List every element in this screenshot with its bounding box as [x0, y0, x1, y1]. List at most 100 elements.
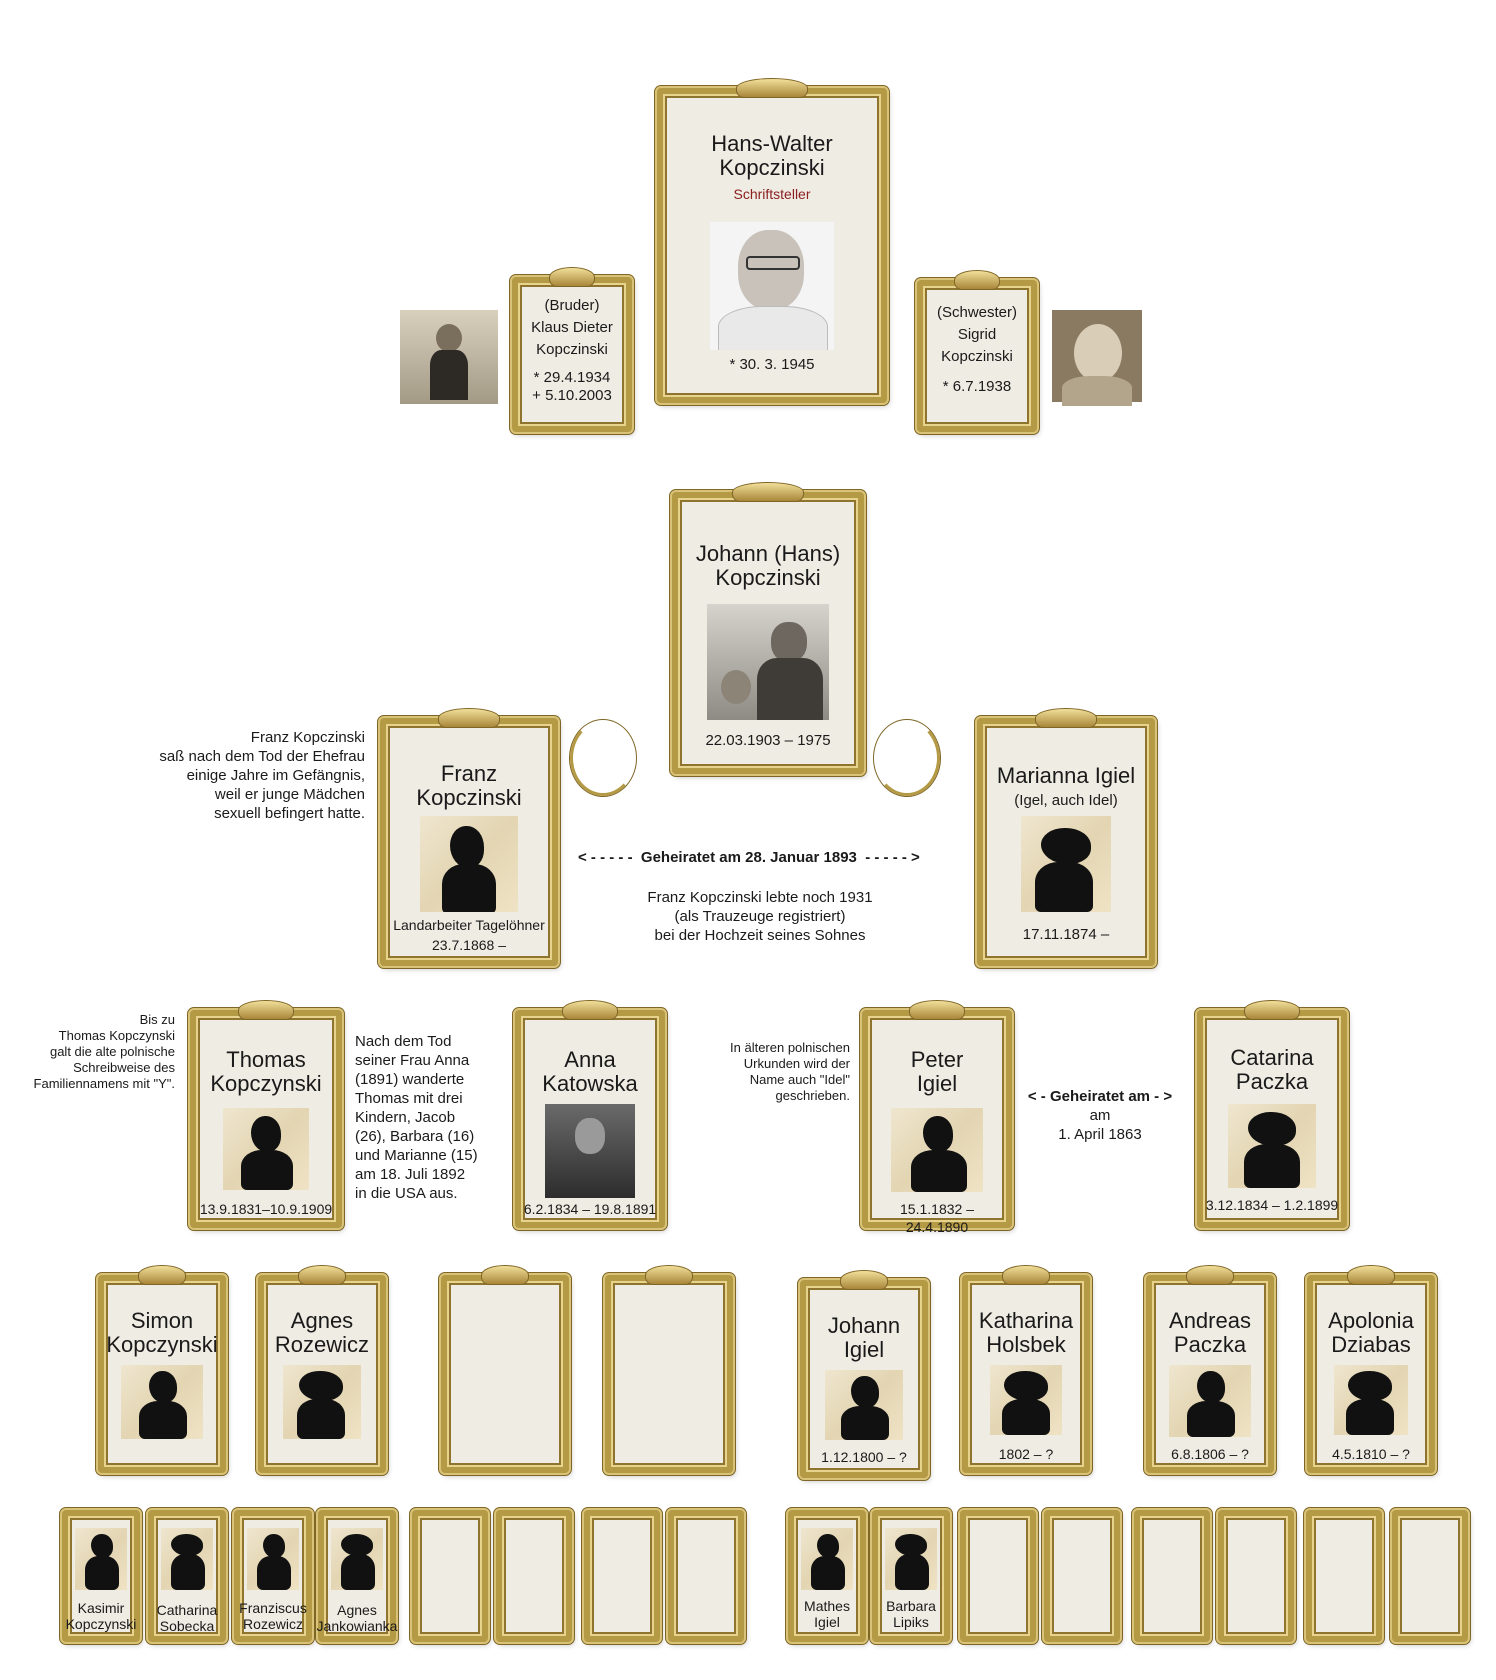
person-surname: Kopczinski	[536, 341, 608, 358]
frame-crest	[1035, 708, 1097, 728]
frame-crest	[909, 1000, 965, 1020]
birth-date: * 30. 3. 1945	[729, 356, 815, 373]
silhouette-icon	[1334, 1365, 1408, 1435]
frame-simon: Simon Kopczynski	[98, 1265, 226, 1473]
frame-empty	[1218, 1510, 1294, 1642]
note-y-spelling: Bis zu Thomas Kopczynski galt die alte p…	[33, 1012, 175, 1091]
birth-date: * 29.4.1934	[533, 369, 611, 386]
portrait-photo	[710, 222, 834, 350]
frame-empty	[1392, 1510, 1468, 1642]
life-dates: 6.8.1806 – ?	[1171, 1446, 1249, 1462]
silhouette-icon	[331, 1528, 383, 1590]
life-dates: 6.2.1834 – 19.8.1891	[523, 1201, 657, 1217]
birth-date: * 6.7.1938	[942, 378, 1012, 395]
person-surname: Sobecka	[159, 1618, 215, 1634]
note-franz-lived: Franz Kopczinski lebte noch 1931 (als Tr…	[647, 889, 873, 944]
silhouette-icon	[283, 1365, 361, 1439]
person-name: Klaus Dieter	[531, 319, 613, 336]
frame-crest	[138, 1265, 186, 1285]
person-name: Anna	[564, 1047, 616, 1072]
silhouette-icon	[990, 1365, 1062, 1435]
person-aka: (Igel, auch Idel)	[1014, 792, 1118, 809]
arrow-left: < - - - - -	[578, 849, 633, 866]
life-dates: 1.12.1800 – ?	[821, 1449, 907, 1465]
frame-franz: Franz Kopczinski Landarbeiter Tagelöhner…	[380, 708, 558, 966]
brother-photo	[400, 310, 498, 404]
life-dates: 22.03.1903 – 1975	[705, 732, 831, 749]
frame-crest	[562, 1000, 618, 1020]
frame-marianna: Marianna Igiel (Igel, auch Idel) 17.11.1…	[977, 708, 1155, 966]
frame-crest	[840, 1270, 888, 1290]
person-surname: Igiel	[843, 1337, 885, 1362]
frame-crest	[1002, 1265, 1050, 1285]
person-name: Johann (Hans)	[695, 541, 841, 566]
note-usa-emigration: Nach dem Tod seiner Frau Anna (1891) wan…	[355, 1033, 478, 1202]
silhouette-icon	[1021, 816, 1111, 912]
silhouette-icon	[885, 1528, 937, 1590]
frame-andreas: Andreas Paczka 6.8.1806 – ?	[1146, 1265, 1274, 1473]
person-name: Mathes	[804, 1598, 850, 1614]
frame-crest	[732, 482, 804, 502]
person-surname: Igiel	[814, 1614, 840, 1630]
person-name: Johann	[827, 1313, 901, 1338]
person-surname: Igiel	[916, 1071, 958, 1096]
person-name: Simon	[130, 1308, 194, 1333]
person-surname: Kopczinski	[416, 785, 522, 810]
silhouette-icon	[891, 1108, 983, 1192]
life-dates: 13.9.1831–10.9.1909	[199, 1201, 333, 1217]
scroll-connector	[570, 720, 636, 796]
frame-klaus-dieter: (Bruder) Klaus Dieter Kopczinski * 29.4.…	[512, 267, 632, 432]
frame-katharina: Katharina Holsbek 1802 – ?	[962, 1265, 1090, 1473]
person-surname: Paczka	[1173, 1332, 1247, 1357]
silhouette-icon	[121, 1365, 203, 1439]
frame-apolonia: Apolonia Dziabas 4.5.1810 – ?	[1307, 1265, 1435, 1473]
silhouette-icon	[1169, 1365, 1251, 1437]
person-name: Franziscus	[239, 1600, 307, 1616]
life-dates: 4.5.1810 – ?	[1332, 1446, 1410, 1462]
frame-crest	[645, 1265, 693, 1285]
frame-empty	[441, 1265, 569, 1473]
frame-crest	[481, 1265, 529, 1285]
frame-barbara: Barbara Lipiks	[872, 1510, 950, 1642]
person-surname: Kopczynski	[65, 1616, 137, 1632]
person-surname: Kopczynski	[106, 1332, 218, 1357]
frame-empty	[1306, 1510, 1382, 1642]
person-name: Marianna Igiel	[996, 763, 1136, 788]
frame-empty	[605, 1265, 733, 1473]
relation-label: (Bruder)	[544, 297, 600, 314]
silhouette-icon	[801, 1528, 853, 1590]
person-name: Apolonia	[1328, 1308, 1414, 1333]
person-surname: Kopczinski	[941, 348, 1013, 365]
frame-crest	[238, 1000, 294, 1020]
silhouette-icon	[247, 1528, 299, 1590]
person-name: Andreas	[1169, 1308, 1251, 1333]
silhouette-icon	[1228, 1104, 1316, 1188]
frame-empty	[412, 1510, 488, 1642]
frame-empty	[1044, 1510, 1120, 1642]
frame-franziscus: Franziscus Rozewicz	[234, 1510, 312, 1642]
portrait-photo	[707, 604, 829, 720]
person-name: Kasimir	[77, 1600, 125, 1616]
frame-empty	[584, 1510, 660, 1642]
person-name: Agnes	[337, 1602, 377, 1618]
person-name: Catharina	[156, 1602, 218, 1618]
frame-hans-walter: Hans-Walter Kopczinski Schriftsteller * …	[657, 78, 887, 403]
frame-agnes-jankowianka: Agnes Jankowianka	[317, 1510, 397, 1642]
person-name: Sigrid	[957, 326, 997, 343]
person-surname: Kopczinski	[715, 565, 821, 590]
frame-crest	[954, 270, 1000, 290]
occupation: Landarbeiter Tagelöhner	[393, 917, 545, 933]
silhouette-icon	[75, 1528, 127, 1590]
frame-empty	[960, 1510, 1036, 1642]
scroll-connector	[874, 720, 940, 796]
birth-date: 23.7.1868 –	[432, 937, 506, 953]
frame-sigrid: (Schwester) Sigrid Kopczinski * 6.7.1938	[917, 270, 1037, 432]
person-name: Hans-Walter	[711, 131, 833, 156]
marriage-date: Geheiratet am 28. Januar 1893	[640, 849, 857, 866]
frame-thomas: Thomas Kopczynski 13.9.1831–10.9.1909	[190, 1000, 342, 1228]
frame-crest	[438, 708, 500, 728]
frame-crest	[1244, 1000, 1300, 1020]
relation-label: (Schwester)	[936, 304, 1018, 321]
frame-catharina: Catharina Sobecka	[148, 1510, 226, 1642]
life-dates: 3.12.1834 – 1.2.1899	[1205, 1197, 1339, 1213]
